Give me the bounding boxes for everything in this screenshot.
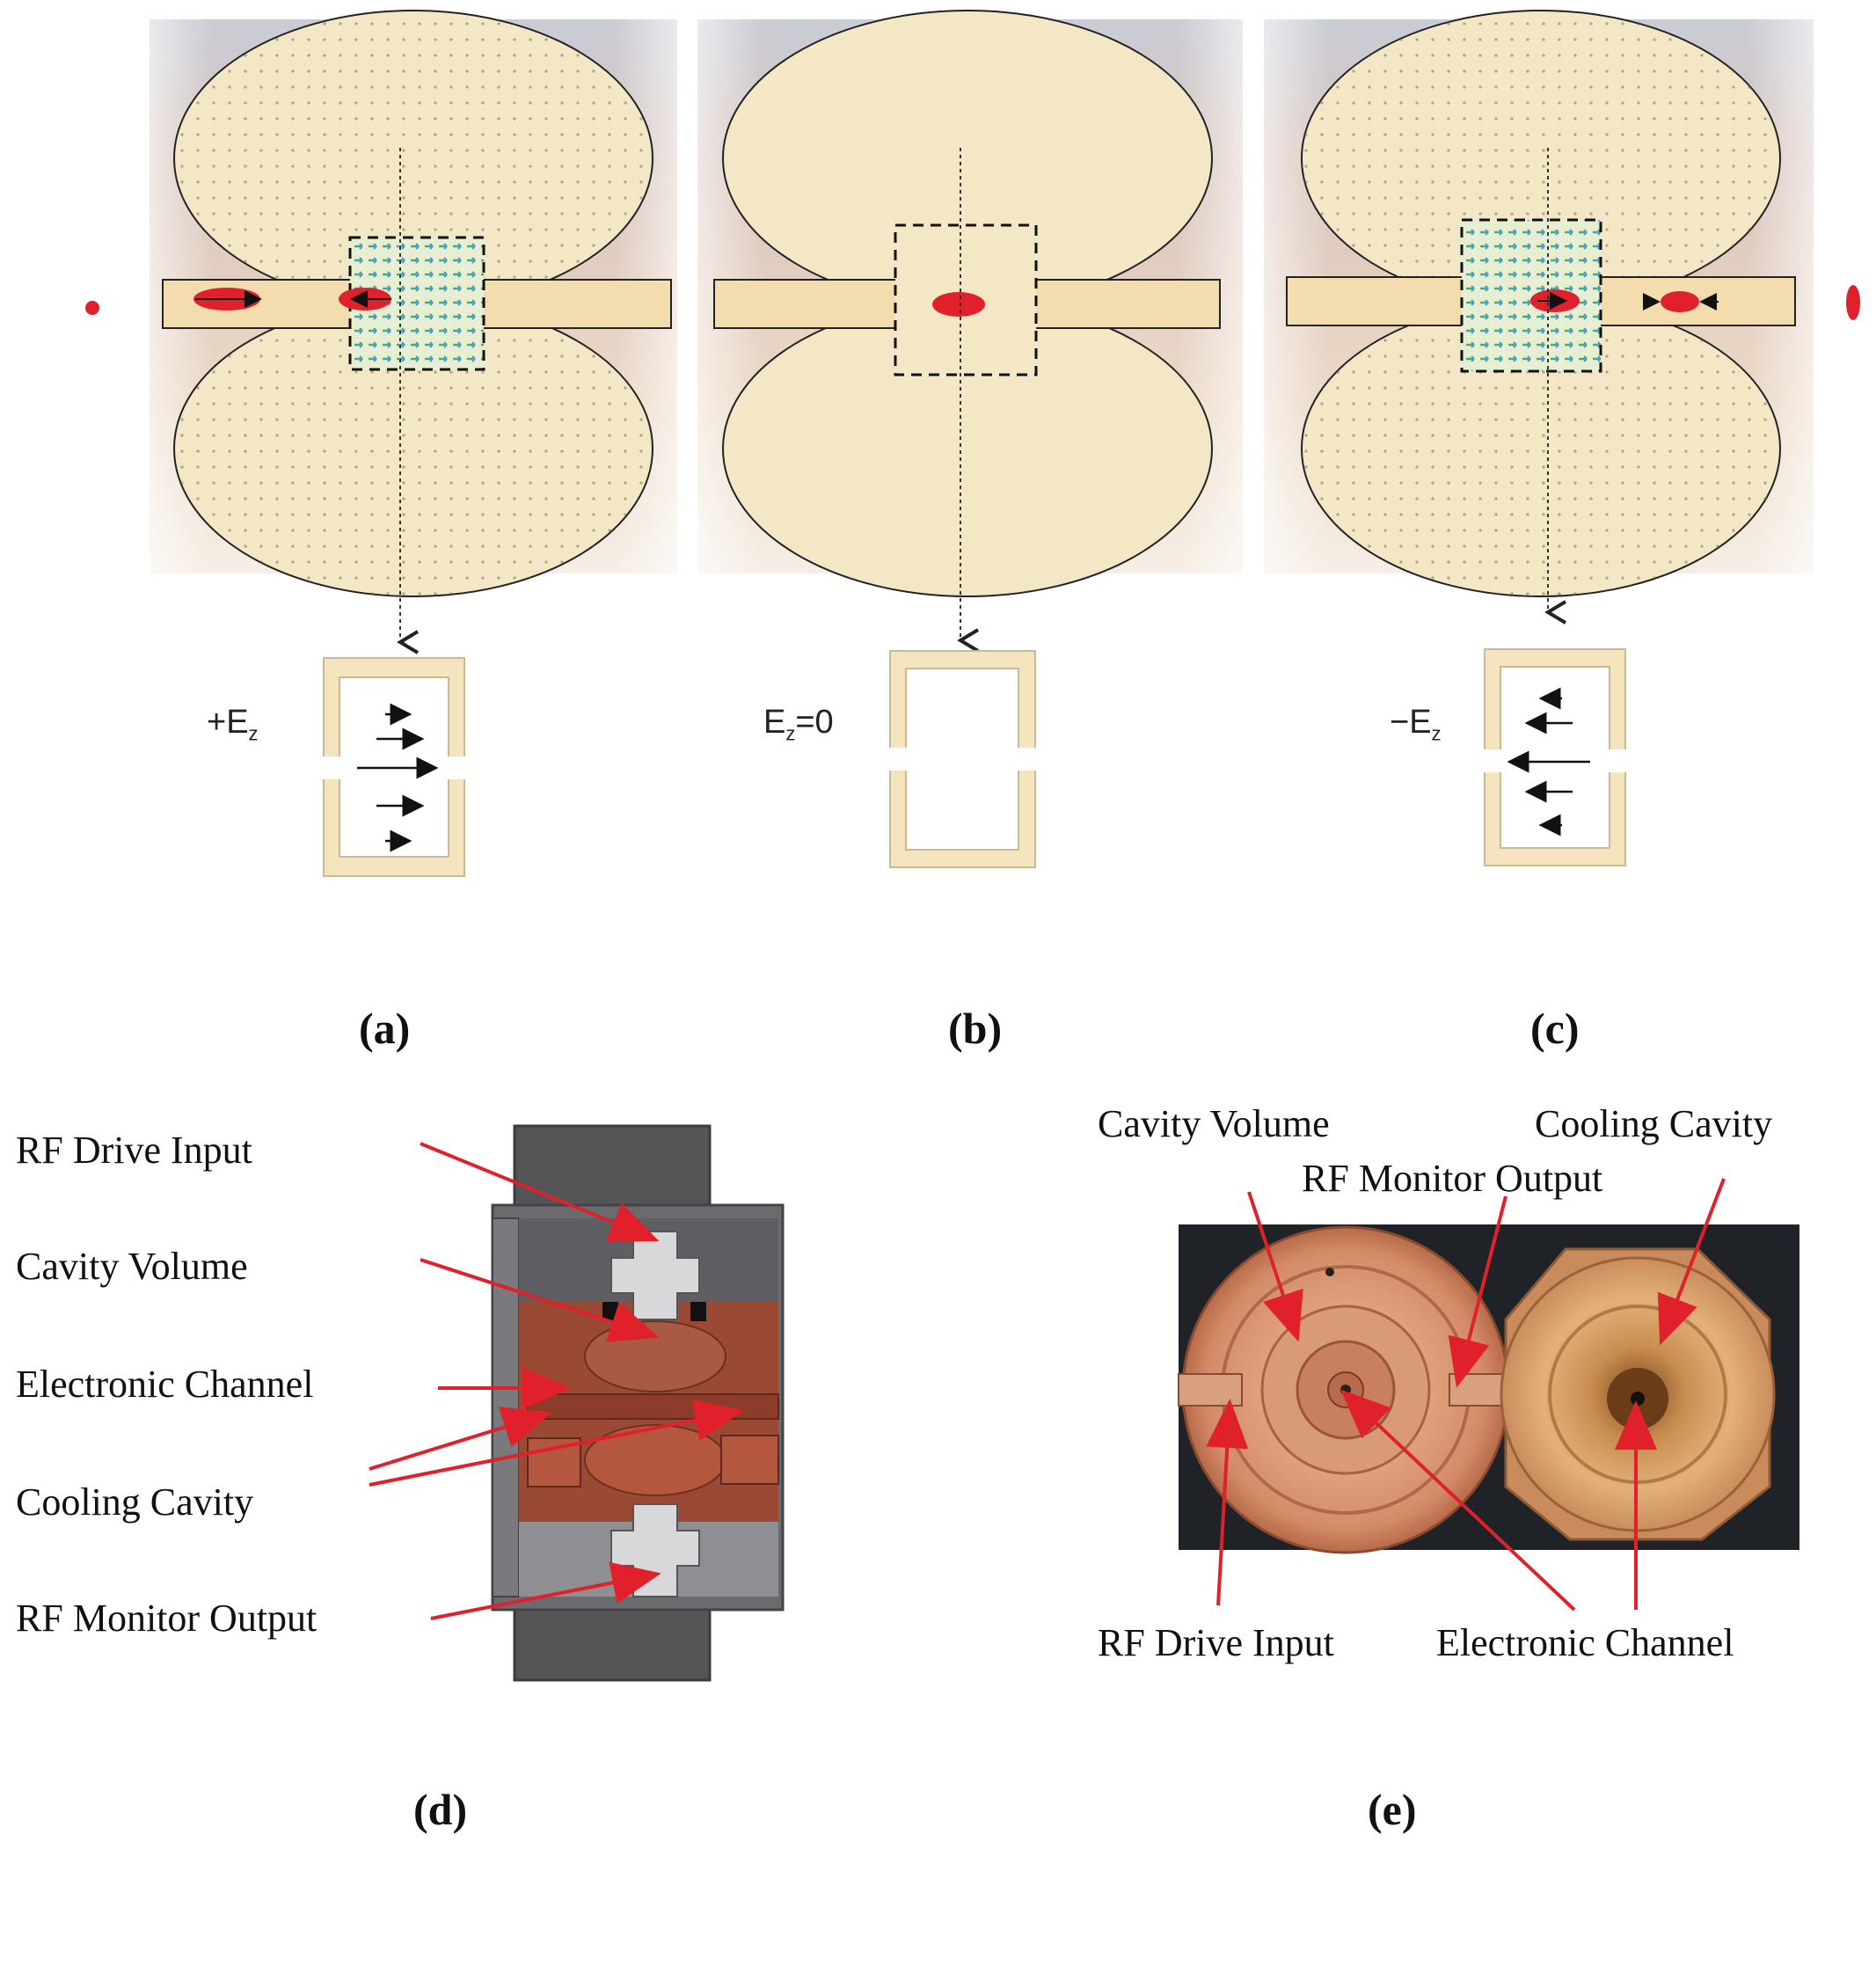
panel-e-copper-photo bbox=[1178, 1178, 1799, 1612]
caption-d: (d) bbox=[413, 1785, 468, 1834]
label-e-rf-drive-input: RF Drive Input bbox=[1098, 1621, 1334, 1664]
ez-label-c: −Ez bbox=[1390, 704, 1442, 745]
label-e-electronic-channel: Electronic Channel bbox=[1436, 1621, 1734, 1664]
label-d-cooling-cavity: Cooling Cavity bbox=[16, 1480, 254, 1524]
panel-b-cavity bbox=[697, 10, 1243, 868]
caption-e: (e) bbox=[1368, 1785, 1417, 1834]
label-e-cooling-cavity: Cooling Cavity bbox=[1535, 1102, 1773, 1145]
panel-c-cavity bbox=[1264, 10, 1860, 866]
caption-b: (b) bbox=[948, 1004, 1003, 1053]
label-d-rf-monitor-output: RF Monitor Output bbox=[16, 1597, 318, 1640]
label-d-rf-drive-input: RF Drive Input bbox=[16, 1129, 252, 1172]
panel-a-cavity bbox=[85, 10, 677, 877]
ez-label-a: +Ez bbox=[207, 704, 259, 745]
label-d-electronic-channel: Electronic Channel bbox=[16, 1363, 314, 1406]
label-e-cavity-volume: Cavity Volume bbox=[1098, 1102, 1330, 1145]
label-e-rf-monitor-output: RF Monitor Output bbox=[1302, 1157, 1603, 1200]
cavity-field-diagrams bbox=[85, 10, 1860, 877]
caption-a: (a) bbox=[359, 1004, 411, 1053]
ez-label-b: Ez=0 bbox=[763, 704, 834, 745]
label-d-cavity-volume: Cavity Volume bbox=[16, 1245, 248, 1288]
caption-c: (c) bbox=[1530, 1004, 1580, 1053]
panel-d-cross-section bbox=[369, 1124, 785, 1682]
